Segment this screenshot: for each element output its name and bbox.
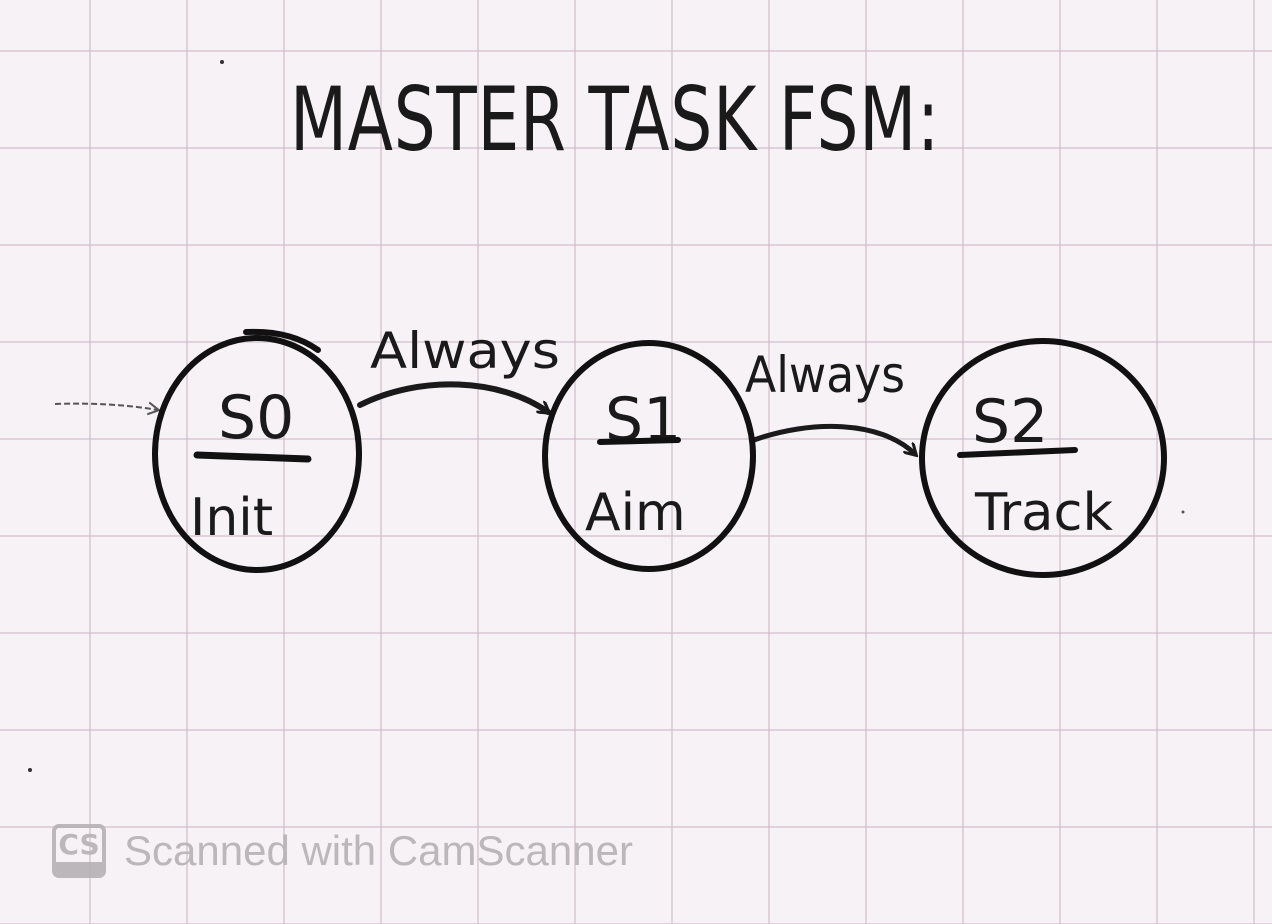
state-name-s2: Track: [974, 483, 1113, 543]
state-divider-s2: [957, 447, 1078, 458]
camscanner-logo-text: CS: [58, 828, 100, 861]
state-circle-s2: [919, 338, 1167, 578]
state-id-s2: S2: [972, 387, 1048, 457]
state-circle-s0: [152, 335, 362, 573]
transition-label-s1-s2: Always: [745, 346, 905, 404]
transition-label-s0-s1: Always: [370, 322, 560, 380]
state-node-s1: S1 Aim: [542, 340, 756, 572]
ink-speck: [28, 768, 32, 772]
state-name-s1: Aim: [585, 483, 686, 543]
state-divider-s1: [597, 437, 681, 445]
initial-arrow: [54, 404, 158, 410]
state-divider-s0: [193, 451, 312, 463]
ink-speck: [220, 60, 224, 64]
state-node-s0: S0 Init: [152, 328, 362, 573]
state-circle-s1: [542, 340, 756, 572]
transition-arrow-s1-s2: [751, 423, 915, 454]
transition-arrow-s0-s1: [357, 381, 548, 415]
camscanner-watermark: CS Scanned with CamScanner: [52, 822, 633, 880]
state-id-s0: S0: [218, 383, 294, 453]
diagram-title: MASTER TASK FSM:: [290, 68, 940, 171]
ink-speck: [1181, 510, 1185, 514]
camscanner-logo-icon: CS: [52, 824, 106, 878]
state-node-s2: S2 Track: [919, 338, 1167, 578]
state-circle-s0-overstroke: [243, 328, 321, 353]
state-name-s0: Init: [190, 488, 273, 548]
watermark-text: Scanned with CamScanner: [124, 827, 633, 874]
